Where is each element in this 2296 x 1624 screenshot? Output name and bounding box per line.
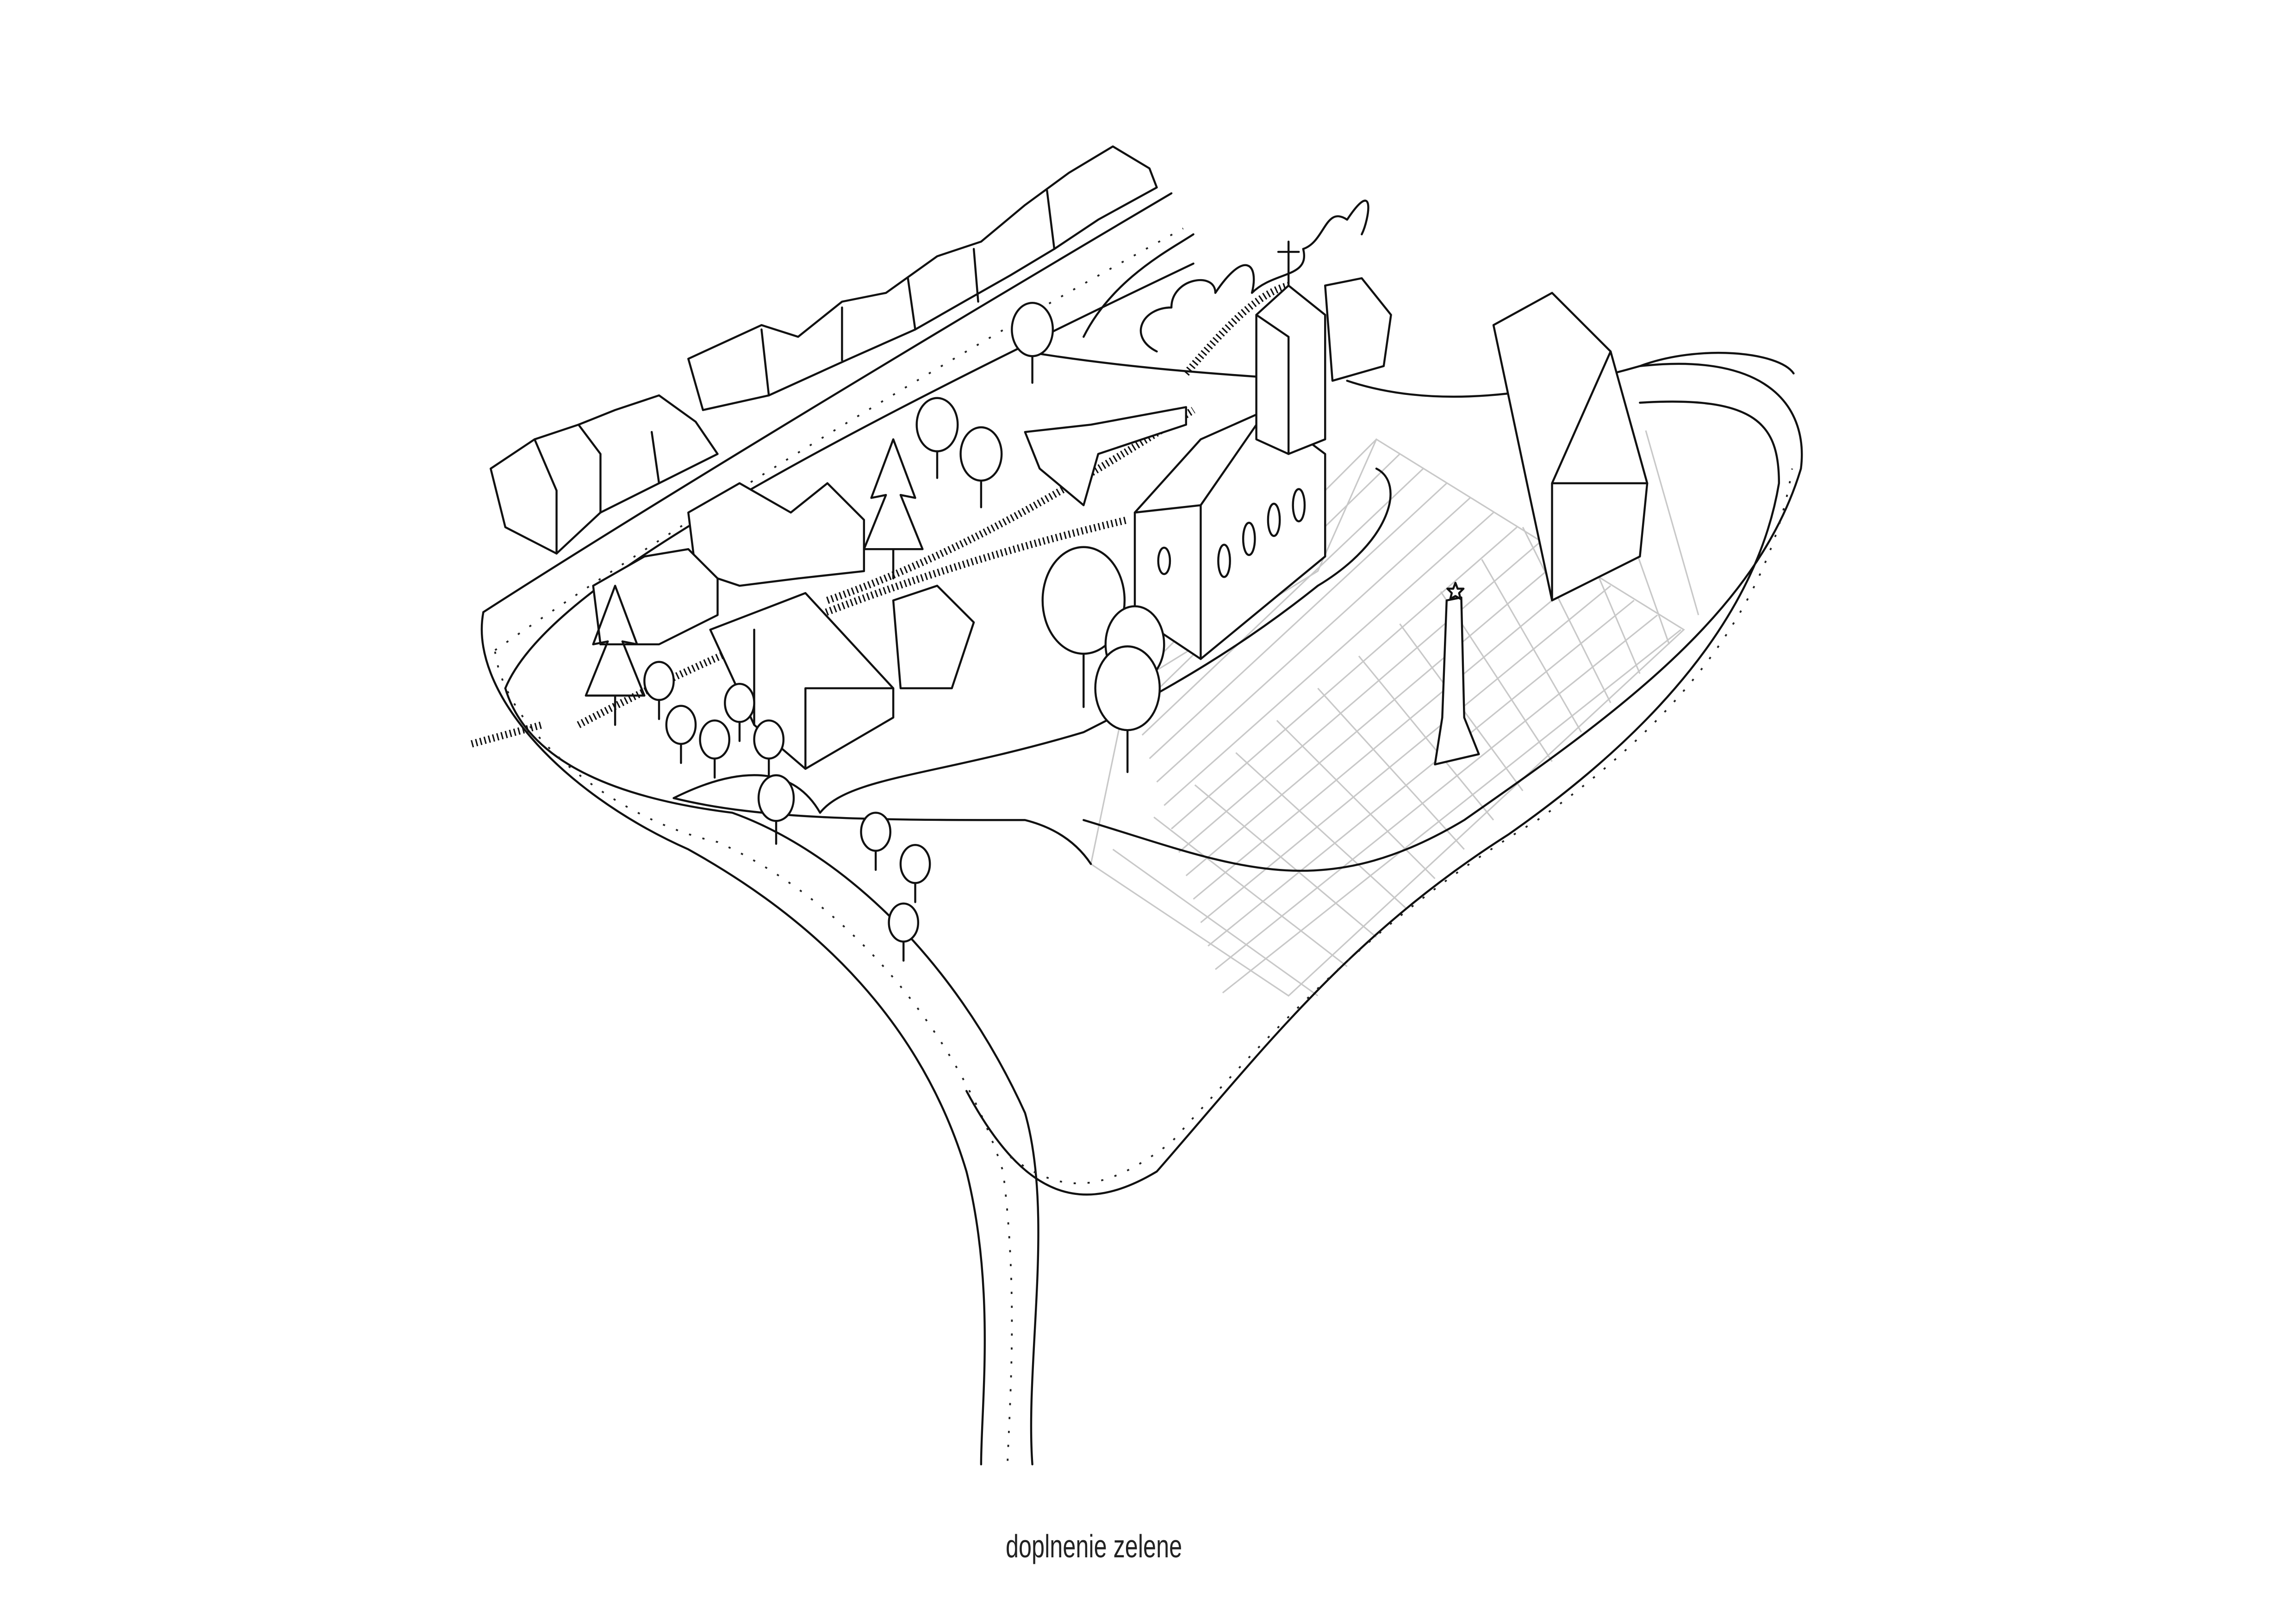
conifer-tree-icon	[585, 585, 646, 726]
tree-icon	[753, 719, 785, 760]
paving-grid	[1112, 430, 1699, 997]
grid-line	[1222, 629, 1681, 993]
tree-icon	[1094, 645, 1161, 731]
grid-line	[1141, 468, 1424, 736]
grid-line	[1317, 687, 1465, 850]
houses	[592, 277, 1649, 770]
grid-line	[1193, 570, 1588, 900]
grid-line	[1185, 556, 1564, 876]
grid-line	[1153, 816, 1348, 967]
grid-line	[1276, 720, 1436, 880]
paved-square	[1090, 430, 1699, 997]
grid-line	[1645, 430, 1699, 615]
tree-icon	[643, 661, 675, 701]
tree-icon	[915, 397, 959, 453]
grid-line	[1112, 849, 1319, 997]
row-houses	[490, 145, 1158, 555]
church	[1133, 240, 1326, 660]
tree-icon	[724, 683, 755, 723]
grid-line	[1207, 600, 1635, 947]
tree-icon	[1011, 301, 1054, 357]
grid-line	[1178, 541, 1541, 853]
tree-icon	[888, 902, 920, 943]
grid-line	[1171, 526, 1518, 830]
grid-line	[1522, 527, 1612, 704]
grid-line	[1200, 585, 1612, 924]
conifer-tree-icon	[863, 438, 924, 580]
grid-line	[1164, 512, 1494, 806]
trees	[585, 301, 1165, 962]
tree-clump	[1139, 200, 1369, 353]
grid-line	[1481, 559, 1582, 733]
drawing-caption: doplnenie zelene	[1006, 1528, 1182, 1564]
tree-icon	[959, 426, 1003, 482]
tree-icon	[665, 705, 697, 745]
tree-icon	[699, 719, 731, 760]
tree-icon	[757, 774, 795, 822]
grid-line	[1156, 497, 1471, 783]
grid-line	[1215, 614, 1658, 970]
grid-line	[1149, 482, 1447, 759]
tree-icon	[899, 843, 931, 884]
tree-icon	[860, 812, 891, 852]
obelisk-monument	[1434, 581, 1480, 766]
grid-line	[1194, 784, 1377, 938]
